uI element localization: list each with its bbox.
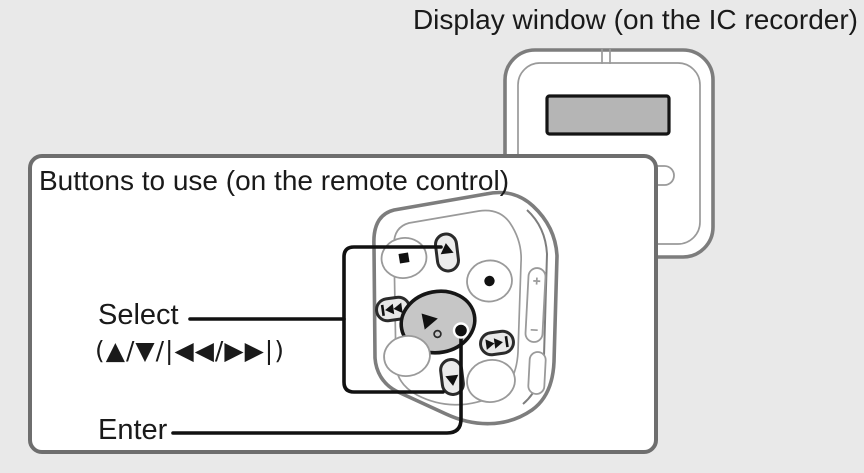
enter-play-button [399,289,477,355]
record-dot-icon [484,275,495,287]
plus-minus-icon [530,277,541,332]
skip-back-icon [380,302,403,317]
up-button [434,232,460,273]
callout-box-title: Buttons to use (on the remote control) [39,165,510,196]
enter-leader-line [171,330,463,435]
center-dot-mark [433,329,442,339]
remote-front-inner-line [393,209,522,406]
record-button [466,259,513,303]
callout-lines [171,245,470,435]
play-triangle-icon [421,313,438,330]
volume-rocker [524,267,547,343]
round-button-lower-left [383,335,431,377]
display-window-label: Display window (on the IC recorder) [412,4,858,35]
next-track-button [479,329,515,357]
strap-notch [601,48,611,64]
round-button-lower-right [466,359,516,403]
triangle-down-icon [445,374,459,386]
stop-icon [398,252,410,264]
select-label: Select [98,299,179,331]
select-bracket [342,245,445,394]
triangle-up-icon [440,243,454,255]
remote-control-illustration [372,190,559,426]
enter-anchor-dot [452,322,470,339]
display-window [545,94,671,136]
lower-side-button [527,351,547,395]
enter-label: Enter [98,414,168,446]
select-keys-label: (▲/▼/|◀◀/▶▶|) [95,336,285,365]
skip-forward-icon [485,336,509,350]
